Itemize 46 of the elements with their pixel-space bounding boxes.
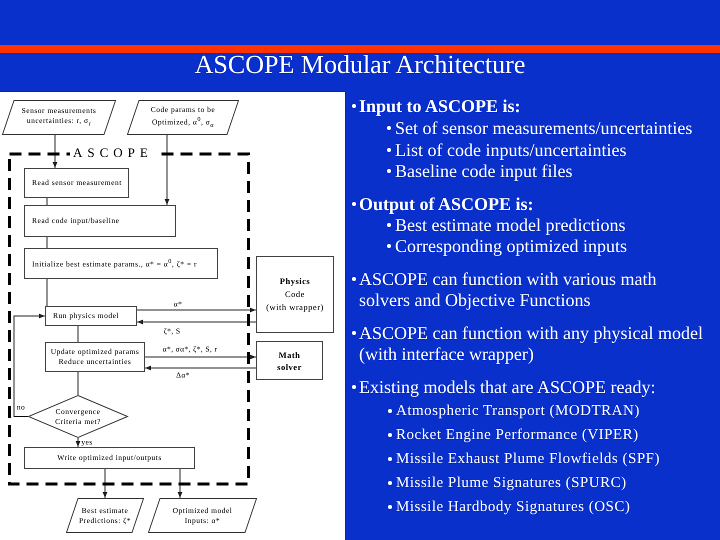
input-parallelogram (127, 100, 239, 135)
arrow (102, 468, 108, 498)
step-label: Math solver (276, 348, 303, 372)
process-box (45, 342, 145, 372)
module-box (256, 341, 323, 380)
bullet-text: Missile Exhaust Plume Flowfields (SPF) (396, 450, 660, 469)
process-box (24, 447, 195, 469)
module-box (256, 256, 334, 333)
process-box (45, 306, 137, 326)
bullet-text: Corresponding optimized inputs (395, 236, 627, 256)
arrow (136, 320, 256, 324)
arrow (14, 314, 46, 417)
step-label: Physics Code (278, 275, 312, 301)
decision-diamond (28, 395, 128, 438)
output-parallelogram (66, 498, 144, 533)
bullet-text: Atmospheric Transport (MODTRAN) (396, 402, 640, 421)
arrow (136, 308, 256, 312)
bullet-text: Best estimate model predictions (395, 214, 626, 236)
process-box (24, 205, 176, 237)
arrow (52, 134, 58, 168)
bullet-text: Existing models that are ASCOPE ready: (359, 376, 656, 398)
arrow (178, 468, 182, 498)
slide-title: ASCOPE Modular Architecture (194, 49, 526, 81)
process-box (24, 248, 218, 279)
dashed-frame (8, 145, 250, 487)
bullet-text: ASCOPE can function with various math solvers and Objective Functions (359, 268, 658, 310)
input-parallelogram (2, 100, 116, 135)
step-label: (with wrapper) (266, 301, 324, 314)
connector-line (46, 236, 48, 248)
bullet-text: Output of ASCOPE is: (359, 194, 534, 214)
arrow (76, 438, 80, 448)
arrow (144, 366, 256, 370)
arrow (144, 354, 256, 360)
arrow (164, 134, 170, 206)
bullet-text: Input to ASCOPE is: (359, 96, 521, 116)
bullet-text: Set of sensor measurements/uncertainties (395, 118, 692, 138)
bullet-text: Missile Hardbody Signatures (OSC) (396, 498, 630, 517)
bullet-text: ASCOPE can function with any physical model (with interface wrapper) (359, 322, 704, 364)
bullet-text: Rocket Engine Performance (VIPER) (396, 426, 639, 445)
bullet-text: List of code inputs/uncertainties (395, 140, 626, 160)
bullet-text: Missile Plume Signatures (SPURC) (396, 474, 627, 493)
output-parallelogram (148, 498, 257, 533)
bullet-text: Baseline code input files (395, 160, 572, 182)
connector-line (46, 198, 48, 206)
connector-line (46, 278, 48, 306)
process-box (24, 168, 129, 198)
